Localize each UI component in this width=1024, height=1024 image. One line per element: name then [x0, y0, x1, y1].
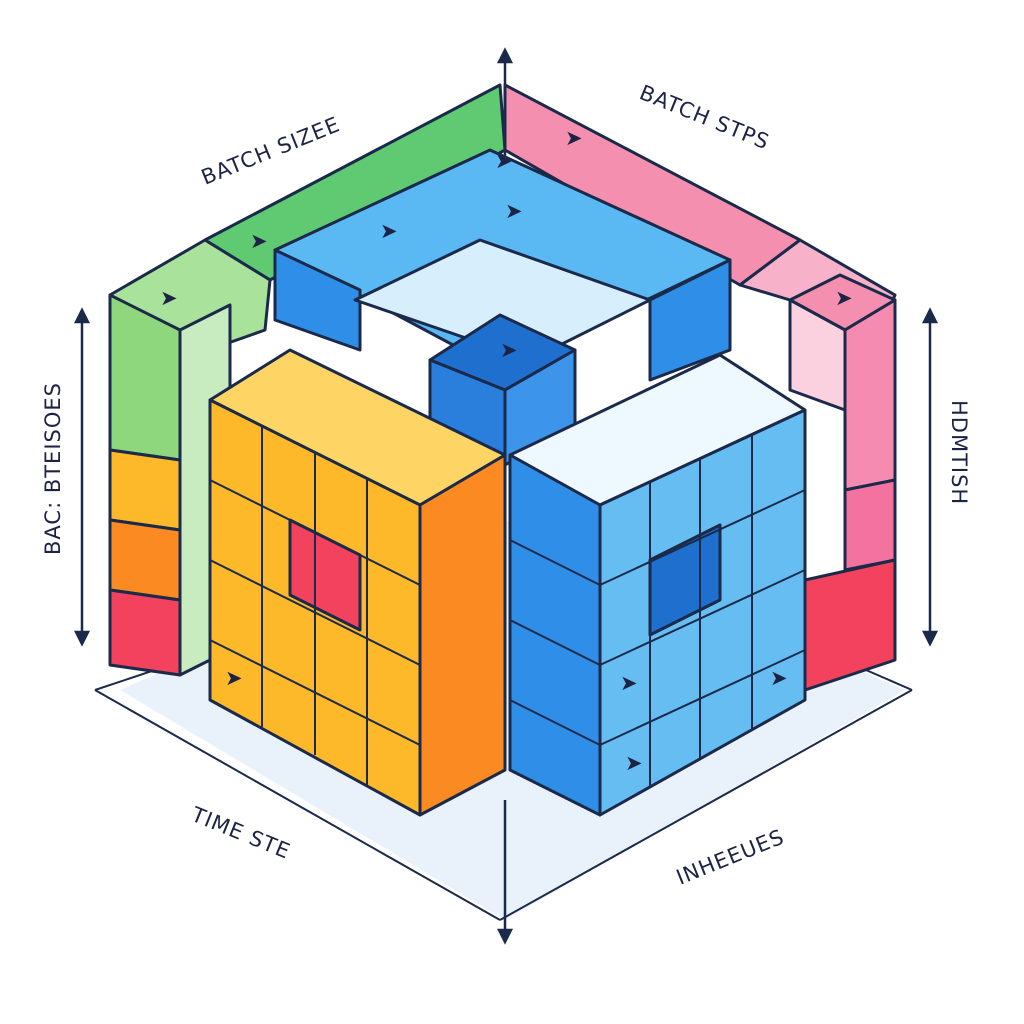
glyph-mark: ➤ — [505, 199, 524, 223]
lightblue-front-face — [508, 453, 602, 817]
grid-blue-front-h1 — [509, 539, 601, 586]
label-bottom-left: TIME STE — [187, 802, 294, 864]
blue-back-block — [273, 148, 732, 467]
label-left-vertical: BAC: BTEISOES — [41, 382, 65, 555]
grid-blue-front-h3 — [509, 699, 601, 746]
glyph-mark: ➤ — [500, 338, 519, 362]
blue-right-face — [648, 258, 732, 382]
axis-left-arrowhead-down — [73, 630, 91, 647]
glyph-mark: ➤ — [625, 751, 644, 775]
grid-blue-h1 — [599, 489, 806, 586]
glyph-mark: ➤ — [225, 666, 244, 690]
left-col-yellow — [108, 448, 182, 532]
left-col-orange — [108, 518, 182, 602]
label-right-vertical: HDMTISH — [947, 400, 971, 505]
glyph-mark: ➤ — [160, 286, 179, 310]
orange-side-face — [418, 453, 507, 817]
grid-blue-h2 — [599, 569, 806, 666]
axis-right-arrowhead-down — [921, 630, 939, 647]
axis-left-arrowhead-up — [73, 307, 91, 324]
grid-blue-front-h2 — [509, 619, 601, 666]
grid-orange-h2 — [209, 559, 421, 666]
right-col-face-pink — [843, 298, 897, 492]
glyph-mark: ➤ — [250, 229, 269, 253]
glyph-mark: ➤ — [495, 149, 514, 173]
lightblue-block — [508, 353, 807, 817]
right-col-face-mid — [843, 478, 897, 572]
right-col-face-red — [803, 558, 897, 692]
axis-right-arrowhead-up — [921, 307, 939, 324]
glyph-mark: ➤ — [565, 126, 584, 150]
grid-orange-h3 — [209, 639, 421, 746]
blue-left-face — [273, 248, 362, 352]
grid-orange-h1 — [209, 479, 421, 586]
axis-top-arrowhead — [496, 47, 514, 64]
label-top-right: BATCH STPS — [636, 80, 773, 154]
block-grid-lines — [209, 426, 806, 786]
left-col-red — [108, 588, 182, 677]
floor-edge-right — [499, 689, 913, 921]
glyph-mark: ➤ — [835, 286, 854, 310]
axis-bottom-arrowhead — [496, 928, 514, 945]
glyph-mark: ➤ — [620, 671, 639, 695]
grid-blue-h3 — [599, 649, 806, 746]
label-bottom-right: INHEEUES — [673, 825, 788, 890]
floor-edge-left — [94, 689, 501, 921]
glyph-mark: ➤ — [770, 666, 789, 690]
right-column — [788, 273, 897, 692]
glyph-mark: ➤ — [380, 219, 399, 243]
glyph-marks: ➤ ➤ ➤ ➤ ➤ ➤ ➤ ➤ ➤ ➤ ➤ ➤ — [160, 126, 854, 775]
lightblue-side-face — [598, 408, 807, 817]
